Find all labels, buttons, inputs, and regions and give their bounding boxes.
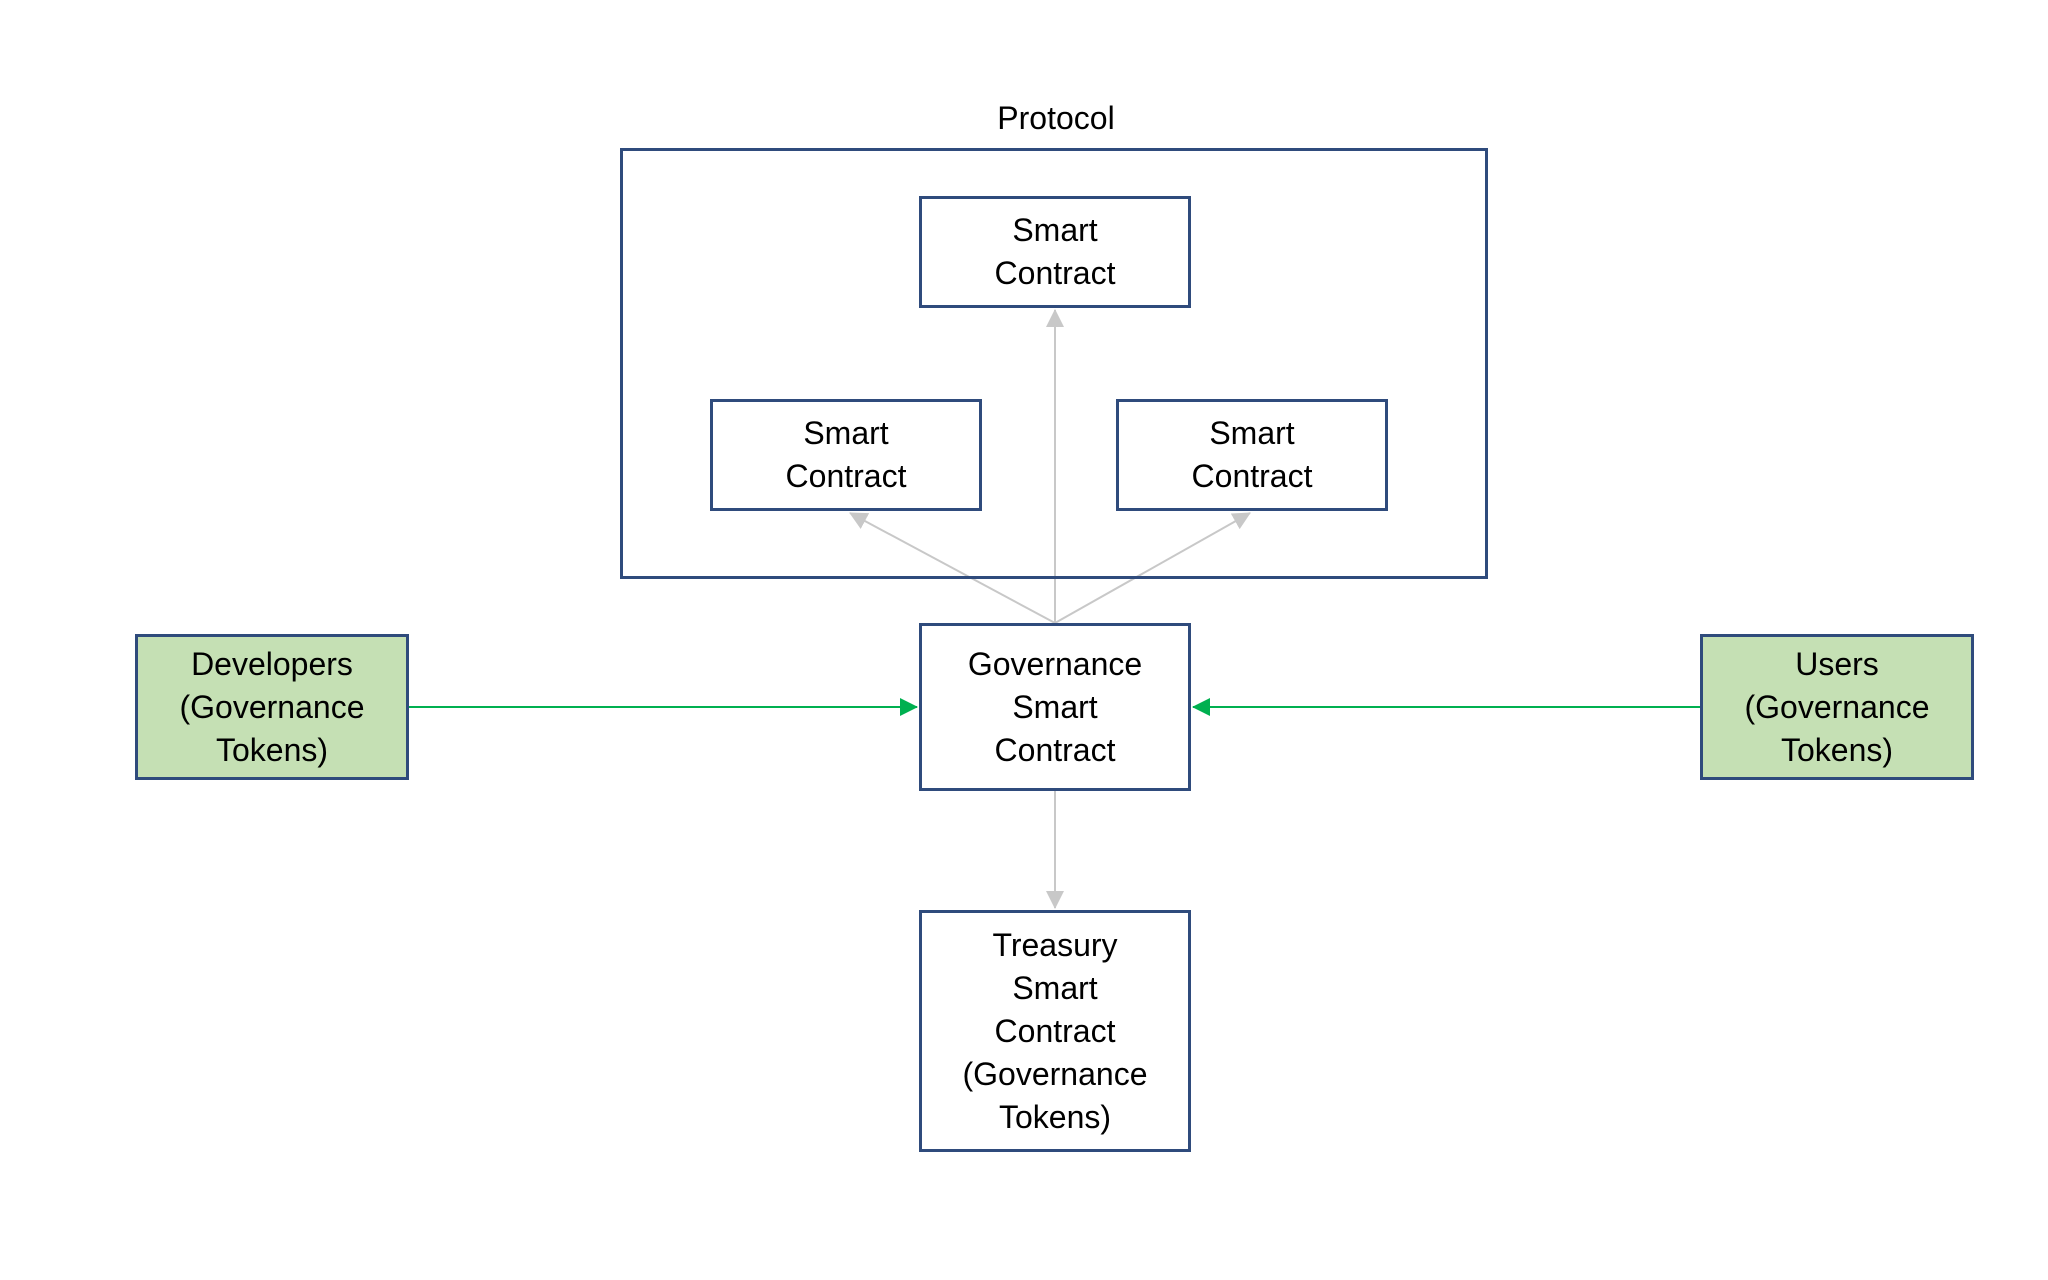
developers-node: Developers (Governance Tokens)	[135, 634, 409, 780]
node-label-line: Developers	[191, 645, 353, 682]
protocol-title: Protocol	[997, 100, 1115, 136]
users-node: Users (Governance Tokens)	[1700, 634, 1974, 780]
smart-contract-top: Smart Contract	[919, 196, 1191, 308]
node-label-line: (Governance	[962, 1055, 1148, 1092]
node-label-line: Contract	[1191, 458, 1313, 494]
node-label-line: Contract	[994, 1012, 1116, 1049]
protocol-container	[620, 148, 1488, 579]
treasury-smart-contract: Treasury Smart Contract (Governance Toke…	[919, 910, 1191, 1152]
node-label-line: Smart	[1012, 969, 1098, 1006]
node-label-line: (Governance	[1744, 688, 1930, 725]
node-label-line: Governance	[967, 645, 1143, 682]
node-label-line: Tokens)	[998, 1098, 1112, 1135]
node-label-line: Smart	[1209, 415, 1295, 451]
smart-contract-right: Smart Contract	[1116, 399, 1388, 511]
node-label-line: Tokens)	[215, 731, 329, 768]
node-label-line: Contract	[994, 255, 1116, 291]
arrow-governance-to-smart-right	[1054, 512, 1251, 624]
governance-smart-contract: Governance Smart Contract	[919, 623, 1191, 791]
node-label-line: Treasury	[992, 926, 1118, 963]
node-label-line: Contract	[785, 458, 907, 494]
node-label-line: Smart	[803, 415, 889, 451]
node-label-line: Users	[1795, 645, 1879, 682]
node-label-line: Smart	[1012, 688, 1098, 725]
smart-contract-left: Smart Contract	[710, 399, 982, 511]
arrow-governance-to-smart-left	[849, 512, 1056, 624]
node-label-line: (Governance	[179, 688, 365, 725]
node-label-line: Smart	[1012, 212, 1098, 248]
node-label-line: Tokens)	[1780, 731, 1894, 768]
node-label-line: Contract	[994, 731, 1116, 768]
